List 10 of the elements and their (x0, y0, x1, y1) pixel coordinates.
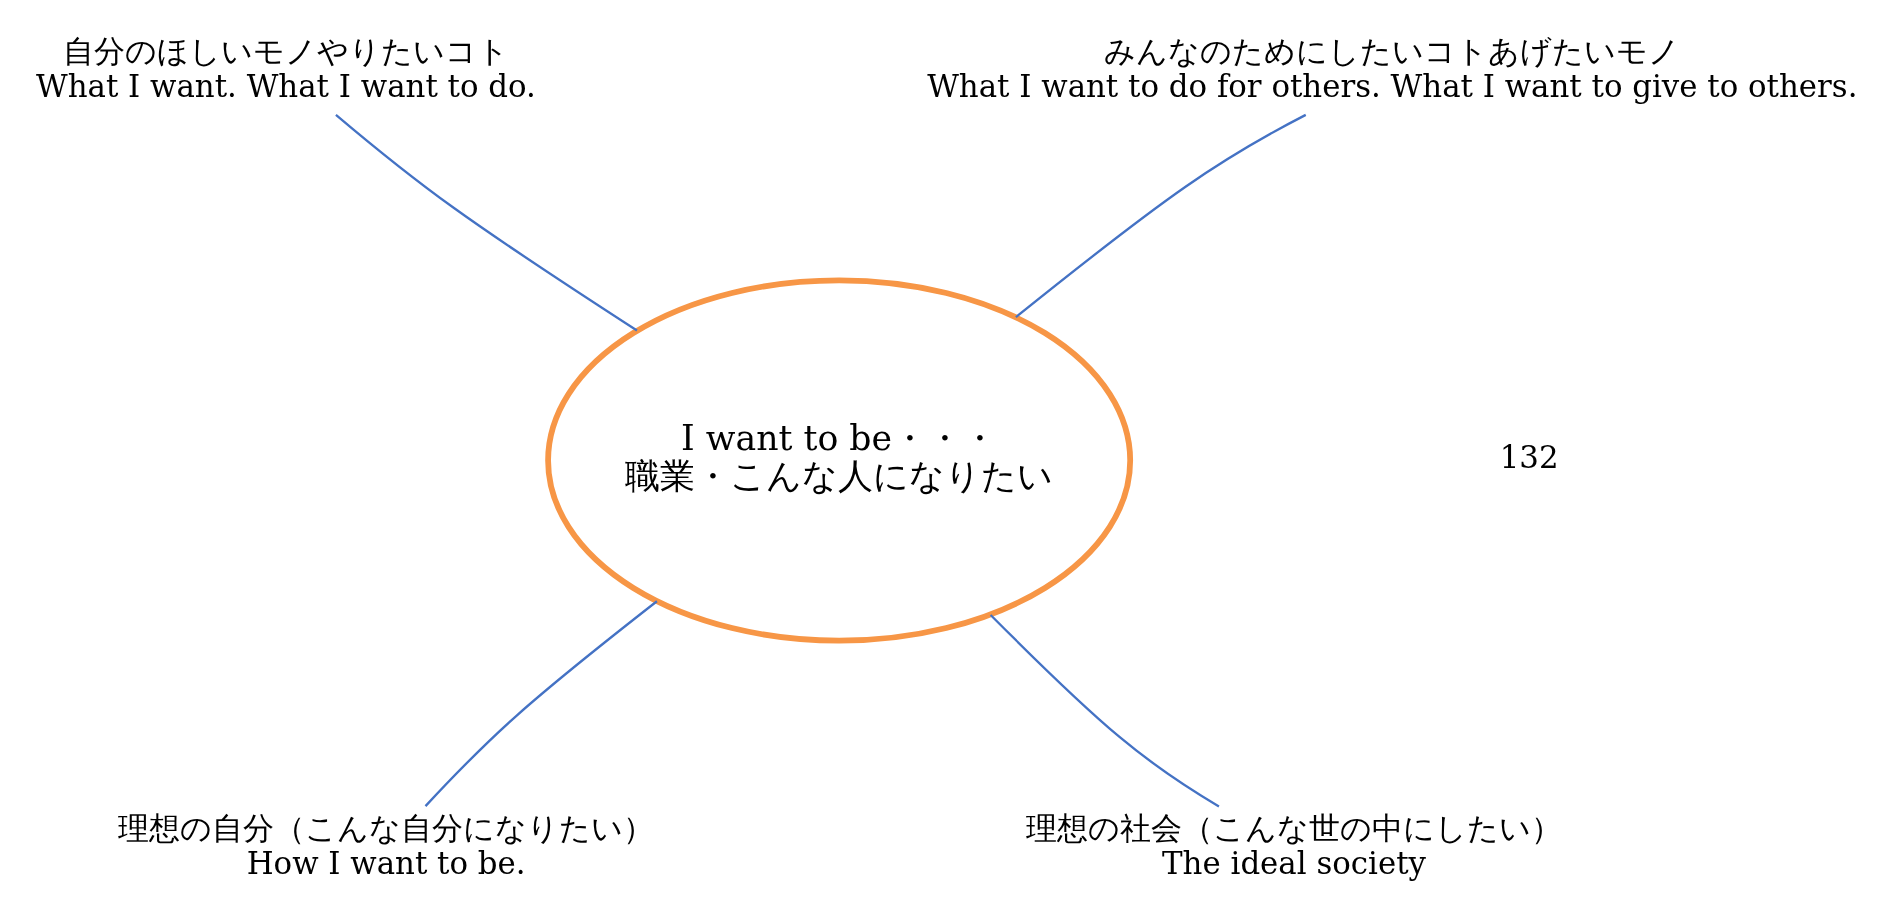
node-text: みんなのためにしたいコトあげたいモノ What I want to do for others. What I want to give to others. (927, 32, 1858, 104)
connector (424, 599, 658, 807)
label: 132 (1499, 438, 1559, 475)
node-text: 自分のほしいモノやりたいコト What I want. What I want to do. (36, 32, 536, 104)
node-ellipse: I want to be・・・ 職業・こんな人になりたい (545, 276, 1134, 644)
node-text: 理想の社会（こんな世の中にしたい） The ideal society (1026, 809, 1563, 881)
node-text: 理想の自分（こんな自分になりたい） How I want to be. (118, 809, 655, 881)
connector (1015, 113, 1307, 318)
connector (989, 613, 1220, 807)
connector (335, 113, 638, 331)
